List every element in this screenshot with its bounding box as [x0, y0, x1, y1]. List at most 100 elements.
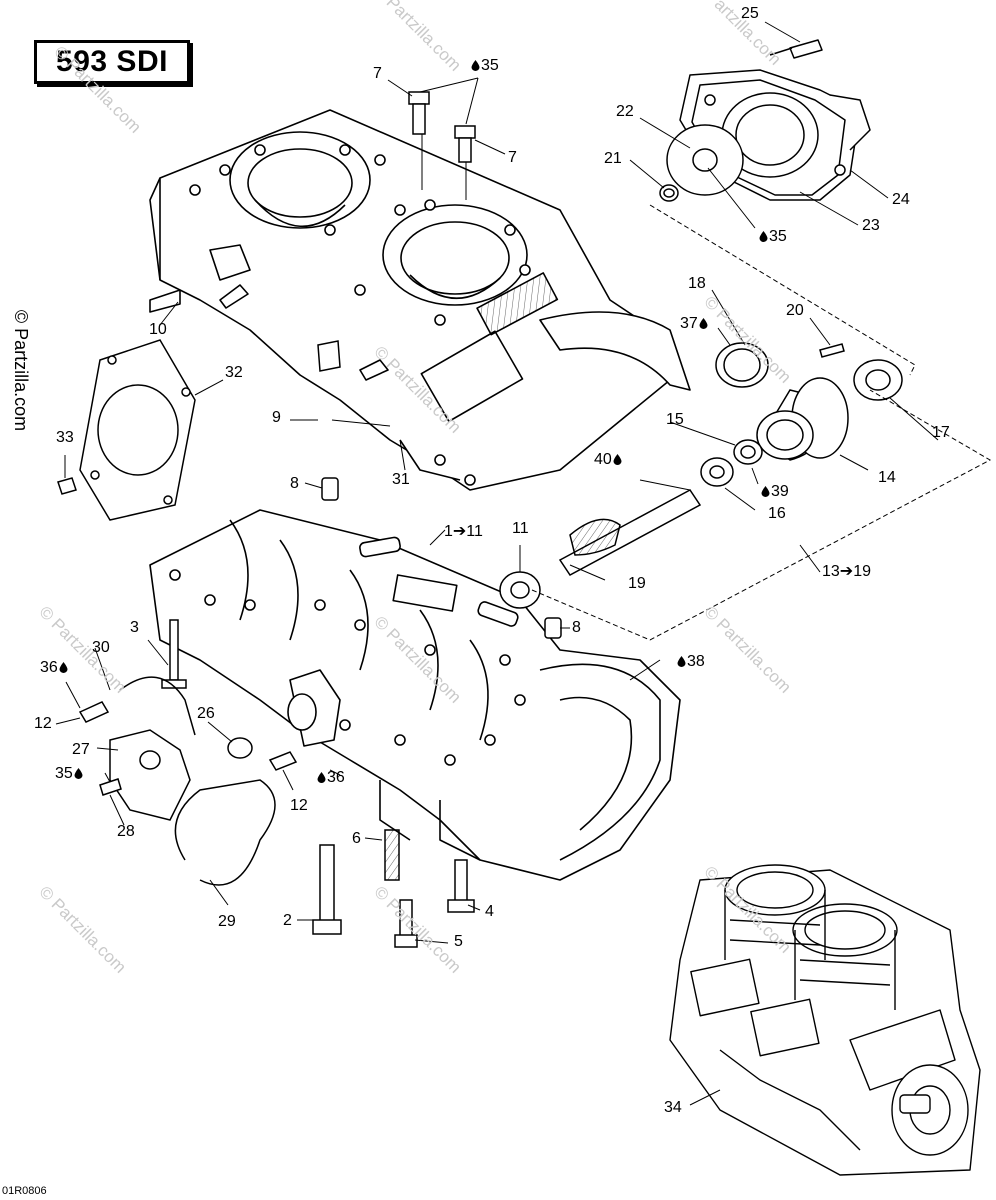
- callout-number: 39: [771, 483, 789, 500]
- callout-number: 12: [34, 715, 52, 732]
- callout-17: 33: [56, 430, 74, 446]
- callout-6: 24: [892, 192, 910, 208]
- callout-7: 23: [862, 218, 880, 234]
- lubricant-drop-icon: [58, 659, 69, 676]
- lower-crankcase: [149, 509, 681, 881]
- callout-26: 19: [628, 576, 646, 592]
- callout-number: 19: [628, 575, 646, 592]
- callout-5: 21: [604, 151, 622, 167]
- callout-22: 39: [760, 484, 789, 500]
- callout-number: 20: [786, 302, 804, 319]
- callout-number: 1➔11: [444, 523, 483, 540]
- callout-4: 22: [616, 104, 634, 120]
- callout-number: 7: [508, 149, 517, 166]
- callout-number: 10: [149, 321, 167, 338]
- callout-number: 35: [481, 57, 499, 74]
- callout-33: 12: [34, 716, 52, 732]
- callout-13: 32: [225, 365, 243, 381]
- balancer-parts: [499, 342, 903, 609]
- callout-23: 16: [768, 506, 786, 522]
- lubricant-drop-icon: [470, 57, 481, 74]
- lubricant-drop-icon: [758, 228, 769, 245]
- callout-43: 4: [485, 904, 494, 920]
- lubricant-drop-icon: [612, 451, 623, 468]
- callout-20: 14: [878, 470, 896, 486]
- callout-number: 34: [664, 1099, 682, 1116]
- grouping-lines: [531, 204, 992, 641]
- callout-8: 35: [758, 229, 787, 245]
- small-parts-left: [57, 91, 562, 948]
- lubricant-drop-icon: [316, 769, 327, 786]
- callout-number: 11: [512, 520, 529, 537]
- callout-number: 25: [741, 5, 759, 22]
- callout-number: 7: [373, 65, 382, 82]
- callout-number: 37: [680, 315, 698, 332]
- assembled-engine: [669, 864, 981, 1176]
- callout-number: 8: [290, 475, 299, 492]
- upper-crankcase: [149, 109, 691, 491]
- model-title-box: 593 SDI: [34, 40, 190, 84]
- callout-41: 29: [218, 914, 236, 930]
- callout-number: 18: [688, 275, 706, 292]
- model-title: 593 SDI: [56, 45, 168, 78]
- lubricant-drop-icon: [73, 765, 84, 782]
- callout-number: 31: [392, 471, 410, 488]
- callout-3: 7: [508, 150, 517, 166]
- callout-2: 35: [470, 58, 499, 74]
- leader-lines: [55, 21, 939, 1106]
- callout-35: 27: [72, 742, 90, 758]
- callout-38: 36: [316, 770, 345, 786]
- callout-19: 40: [594, 452, 623, 468]
- callout-37: 12: [290, 798, 308, 814]
- callout-number: 13➔19: [822, 563, 871, 580]
- callout-number: 12: [290, 797, 308, 814]
- side-watermark: © Partzilla.com: [11, 309, 32, 432]
- callout-number: 9: [272, 409, 281, 426]
- callout-29: 8: [572, 620, 581, 636]
- callout-number: 5: [454, 933, 463, 950]
- callout-25: 11: [512, 521, 529, 537]
- callout-number: 35: [55, 765, 73, 782]
- callout-number: 23: [862, 217, 880, 234]
- callout-0: 25: [741, 6, 759, 22]
- callout-34: 26: [197, 706, 215, 722]
- callout-30: 30: [92, 640, 110, 656]
- callout-9: 10: [149, 322, 167, 338]
- callout-21: 8: [290, 476, 299, 492]
- callout-45: 34: [664, 1100, 682, 1116]
- callout-number: 32: [225, 364, 243, 381]
- callout-number: 28: [117, 823, 135, 840]
- callout-number: 38: [687, 653, 705, 670]
- callout-number: 22: [616, 103, 634, 120]
- callout-24: 1➔11: [444, 524, 483, 540]
- lubricant-drop-icon: [676, 653, 687, 670]
- diagram-code: 01R0806: [2, 1185, 47, 1197]
- callout-number: 33: [56, 429, 74, 446]
- callout-28: 3: [130, 620, 139, 636]
- callout-14: 9: [272, 410, 281, 426]
- callout-number: 15: [666, 411, 684, 428]
- callout-39: 28: [117, 824, 135, 840]
- callout-number: 36: [327, 769, 345, 786]
- callout-number: 4: [485, 903, 494, 920]
- callout-number: 2: [283, 912, 292, 929]
- callout-10: 18: [688, 276, 706, 292]
- callout-number: 36: [40, 659, 58, 676]
- callout-40: 6: [352, 831, 361, 847]
- callout-number: 27: [72, 741, 90, 758]
- callout-number: 30: [92, 639, 110, 656]
- callout-number: 3: [130, 619, 139, 636]
- callout-36: 35: [55, 766, 84, 782]
- lubricant-drop-icon: [698, 315, 709, 332]
- callout-number: 6: [352, 830, 361, 847]
- callout-number: 14: [878, 469, 896, 486]
- callout-18: 31: [392, 472, 410, 488]
- water-pump-group: [659, 39, 871, 202]
- callout-32: 36: [40, 660, 69, 676]
- callout-number: 26: [197, 705, 215, 722]
- callout-number: 8: [572, 619, 581, 636]
- callout-11: 20: [786, 303, 804, 319]
- callout-number: 35: [769, 228, 787, 245]
